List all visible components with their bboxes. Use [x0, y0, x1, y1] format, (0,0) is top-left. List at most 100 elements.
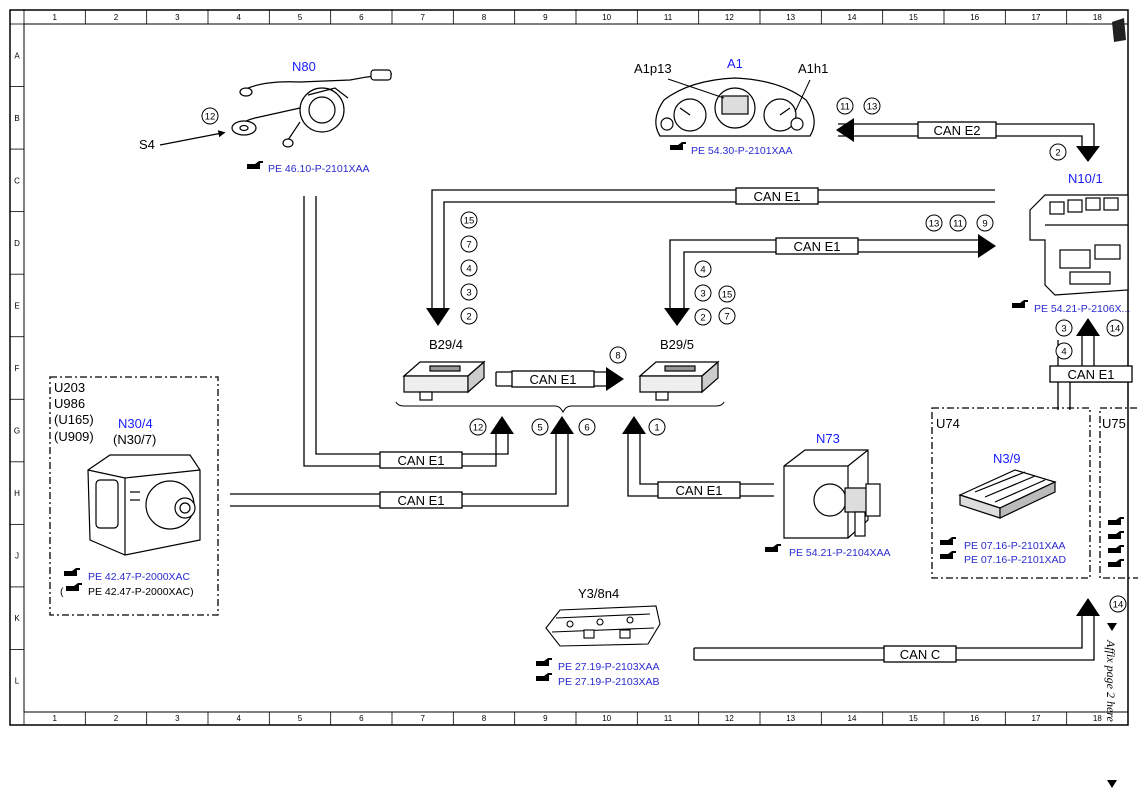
b29-5-marker-stack-left: 432 — [694, 260, 712, 326]
n30-code-1: U986 — [54, 396, 85, 411]
column-label: 1 — [52, 13, 57, 22]
column-label: 4 — [236, 714, 241, 723]
marker-b29-5-left: 4 — [694, 260, 712, 278]
marker-a1-11: 11 — [836, 97, 854, 115]
b29-4-arrow-down — [426, 308, 450, 326]
column-label: 16 — [970, 13, 979, 22]
marker-b29-4: 3 — [460, 283, 478, 301]
d-row-markers: 13 11 9 — [925, 214, 994, 232]
n73-ref[interactable]: PE 54.21-P-2104XAA — [765, 544, 891, 559]
y3-8n4-label: Y3/8n4 — [578, 586, 619, 601]
u75-hand-icons — [1108, 517, 1124, 567]
svg-text:2: 2 — [1055, 148, 1060, 159]
n3-9-label: N3/9 — [993, 451, 1020, 466]
u75-group-box — [1099, 407, 1138, 579]
column-label: 12 — [725, 13, 734, 22]
ecu-icon — [958, 469, 1057, 519]
u74-ref-2[interactable]: PE 07.16-P-2101XAD — [940, 551, 1067, 566]
column-label: 3 — [175, 13, 180, 22]
hand-icon — [536, 658, 552, 666]
n30-code-0: U203 — [54, 380, 85, 395]
can-e1-right-box: CAN E1 — [1049, 365, 1133, 383]
valve-body-icon — [545, 605, 661, 647]
row-label: H — [14, 489, 20, 498]
hand-icon — [66, 583, 82, 591]
svg-text:PE 54.21-P-2106X...: PE 54.21-P-2106X... — [1034, 303, 1130, 315]
can-e1-mid-box: CAN E1 — [775, 237, 859, 255]
b29-5-marker-stack-right: 157 — [718, 285, 736, 325]
column-label: 6 — [359, 714, 364, 723]
svg-text:5: 5 — [537, 423, 542, 434]
n80-switch-icon — [231, 69, 393, 148]
marker-n80-s4: 12 — [201, 107, 219, 125]
row-label: E — [14, 301, 19, 310]
b29-link-arrow — [606, 367, 624, 391]
row-label: F — [15, 364, 20, 373]
column-label: 12 — [725, 714, 734, 723]
marker-n10-down-4: 4 — [1055, 342, 1073, 360]
svg-text:CAN E1: CAN E1 — [530, 372, 577, 387]
column-label: 11 — [664, 13, 673, 22]
svg-text:PE 07.16-P-2101XAA: PE 07.16-P-2101XAA — [964, 540, 1066, 552]
svg-text:11: 11 — [840, 102, 850, 113]
column-label: 13 — [786, 714, 795, 723]
marker-g-12: 12 — [469, 418, 487, 436]
svg-text:9: 9 — [982, 219, 987, 230]
marker-can-c-14: 14 — [1109, 595, 1127, 613]
column-label: 2 — [114, 13, 119, 22]
n10-1-arrow-right — [978, 234, 996, 258]
u74-ref-1[interactable]: PE 07.16-P-2101XAA — [940, 537, 1066, 552]
svg-text:2: 2 — [466, 312, 471, 323]
svg-text:(: ( — [60, 586, 64, 598]
n73-arrow-up — [622, 416, 646, 434]
b29-4-sensor-icon — [402, 360, 486, 401]
marker-b29-4: 7 — [460, 235, 478, 253]
u74-group-box — [931, 407, 1091, 579]
svg-text:PE 42.47-P-2000XAC: PE 42.47-P-2000XAC — [88, 571, 191, 583]
marker-n10-in: 2 — [1049, 143, 1067, 161]
column-label: 2 — [114, 714, 119, 723]
n30-ref-2[interactable]: ( PE 42.47-P-2000XAC) — [60, 583, 194, 598]
y3-ref-1[interactable]: PE 27.19-P-2103XAA — [536, 658, 660, 673]
can-e2-box: CAN E2 — [917, 121, 997, 139]
b29-5-label: B29/5 — [660, 337, 694, 352]
column-label: 8 — [482, 714, 487, 723]
hand-icon — [940, 537, 956, 545]
can-e1-n10-riser — [1081, 336, 1095, 370]
can-e1-n73-box: CAN E1 — [657, 481, 741, 499]
marker-b29-link: 8 — [609, 346, 627, 364]
svg-text:PE 54.30-P-2101XAA: PE 54.30-P-2101XAA — [691, 145, 793, 157]
column-label: 9 — [543, 13, 548, 22]
svg-text:7: 7 — [466, 240, 471, 251]
n10-1-label: N10/1 — [1068, 171, 1103, 186]
svg-text:1: 1 — [654, 423, 659, 434]
svg-text:13: 13 — [929, 219, 940, 230]
row-label: J — [15, 552, 19, 561]
n10-1-ref[interactable]: PE 54.21-P-2106X... — [1012, 300, 1130, 315]
y3-ref-2[interactable]: PE 27.19-P-2103XAB — [536, 673, 660, 688]
column-label: 4 — [236, 13, 241, 22]
svg-text:CAN E1: CAN E1 — [676, 483, 723, 498]
n30-ref-1[interactable]: PE 42.47-P-2000XAC — [64, 568, 191, 583]
column-label: 17 — [1032, 13, 1041, 22]
column-label: 13 — [786, 13, 795, 22]
row-label: B — [14, 114, 19, 123]
svg-text:11: 11 — [953, 219, 963, 230]
svg-text:CAN E1: CAN E1 — [1068, 367, 1115, 382]
can-c-line — [693, 616, 1095, 661]
column-label: 10 — [602, 714, 611, 723]
esp-unit-icon — [87, 454, 201, 556]
svg-text:3: 3 — [1061, 324, 1066, 335]
svg-text:CAN E1: CAN E1 — [398, 493, 445, 508]
svg-text:CAN E1: CAN E1 — [754, 189, 801, 204]
ignition-switch-icon — [783, 449, 881, 539]
n80-ref[interactable]: PE 46.10-P-2101XAA — [247, 161, 370, 175]
marker-n10-down-3: 3 — [1055, 319, 1073, 337]
hand-icon — [765, 544, 781, 552]
svg-text:4: 4 — [466, 264, 471, 275]
marker-b29-4: 2 — [460, 307, 478, 325]
affix-note: Affix page 2 here — [1104, 623, 1118, 788]
a1-ref[interactable]: PE 54.30-P-2101XAA — [670, 142, 793, 157]
